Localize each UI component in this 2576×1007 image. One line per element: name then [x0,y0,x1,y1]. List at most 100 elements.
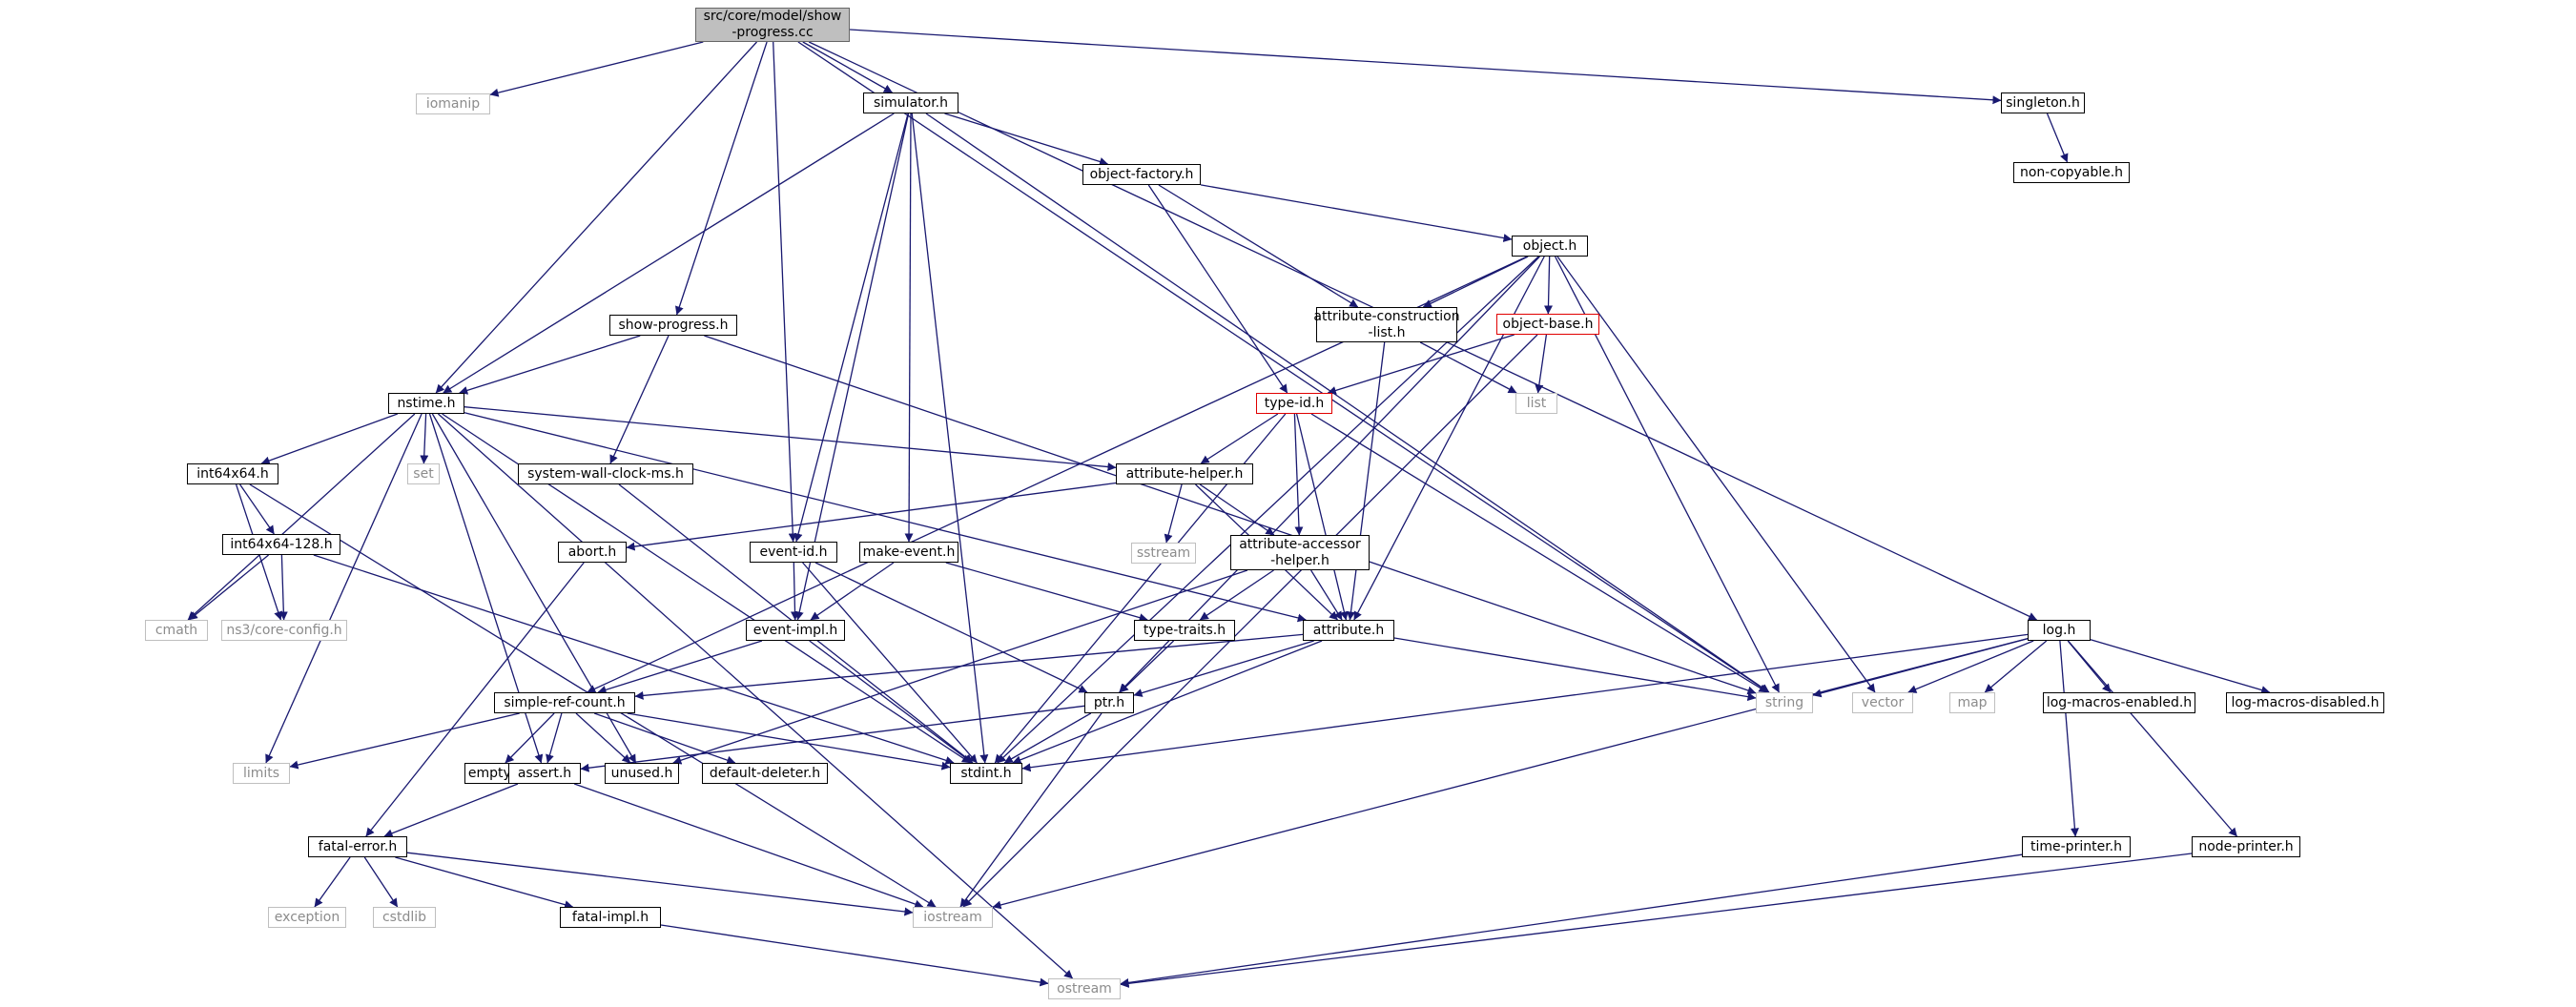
node-label: log-macros-enabled.h [2046,694,2193,710]
node-label: show-progress.h [618,317,729,333]
node-objectfactory[interactable]: object-factory.h [1082,164,1201,185]
node-nstime[interactable]: nstime.h [388,393,464,414]
node-sstream[interactable]: sstream [1131,543,1196,564]
node-ptr[interactable]: ptr.h [1084,692,1134,713]
node-label: unused.h [610,765,673,781]
node-label: node-printer.h [2198,838,2294,854]
edge-eventid-to-ptr [814,562,1088,693]
node-label: default-deleter.h [709,765,821,781]
node-label: src/core/model/show-progress.cc [703,9,842,40]
node-assert[interactable]: assert.h [508,763,581,784]
node-label: ptr.h [1093,694,1125,710]
edge-attraccessor-to-attribute [1310,569,1343,621]
edge-object-to-ptr [1119,256,1540,693]
node-label: string [1764,694,1804,710]
node-label: nstime.h [397,395,456,411]
node-label: log-macros-disabled.h [2231,694,2380,710]
node-logenabled[interactable]: log-macros-enabled.h [2043,692,2195,713]
edge-object-to-attrconst [1422,256,1529,308]
node-ostream[interactable]: ostream [1048,978,1121,999]
node-map[interactable]: map [1949,692,1995,713]
node-objectbase[interactable]: object-base.h [1496,314,1599,335]
node-cstdlib[interactable]: cstdlib [373,907,436,928]
node-iostream[interactable]: iostream [913,907,993,928]
node-list[interactable]: list [1515,393,1557,414]
node-eventimpl[interactable]: event-impl.h [746,620,845,641]
node-label: ostream [1057,980,1112,997]
edge-nstime-to-attrhelper [464,406,1117,471]
edge-ptr-to-stdint [1003,712,1092,764]
edge-simulator-to-objectfactory [944,113,1108,166]
node-nodeprinter[interactable]: node-printer.h [2192,836,2300,857]
node-int64x64[interactable]: int64x64.h [187,463,278,484]
node-int128[interactable]: int64x64-128.h [222,534,340,555]
edge-fatalerror-to-cstdlib [363,856,399,908]
edge-eventid-to-stdint [802,562,978,764]
node-label: simulator.h [873,94,948,111]
edge-nodeprinter-to-ostream [1120,853,2193,988]
node-set[interactable]: set [407,463,440,484]
edge-simplerefcount-to-empty [505,712,555,764]
node-syswall[interactable]: system-wall-clock-ms.h [518,463,693,484]
node-fatalimpl[interactable]: fatal-impl.h [560,907,661,928]
node-label: iostream [923,909,982,925]
edge-simplerefcount-to-stdint [627,712,951,771]
edge-nstime-to-ostream [437,413,1074,979]
edge-simulator-to-stdint [911,113,989,764]
edge-nstime-to-limits [265,413,422,764]
node-attrconst[interactable]: attribute-construction-list.h [1313,307,1460,342]
node-timeprinter[interactable]: time-printer.h [2022,836,2131,857]
edge-objectbase-to-list [1535,334,1548,394]
node-typeid[interactable]: type-id.h [1256,393,1332,414]
edge-object-to-objectbase [1544,256,1553,315]
node-label: vector [1861,694,1905,710]
node-label: list [1526,395,1547,411]
edge-singleton-to-noncopyable [2046,113,2069,163]
node-attraccessor[interactable]: attribute-accessor-helper.h [1230,535,1370,570]
node-label: assert.h [517,765,572,781]
node-exception[interactable]: exception [268,907,346,928]
node-simplerefcount[interactable]: simple-ref-count.h [494,692,635,713]
node-vector[interactable]: vector [1852,692,1913,713]
node-label: system-wall-clock-ms.h [527,465,684,482]
node-logdisabled[interactable]: log-macros-disabled.h [2226,692,2384,713]
node-iomanip[interactable]: iomanip [416,93,490,114]
node-makeevent[interactable]: make-event.h [859,542,958,563]
edge-eventimpl-to-stdint [809,640,973,764]
edge-log-to-logdisabled [2090,639,2271,694]
node-stdint[interactable]: stdint.h [950,763,1022,784]
node-unused[interactable]: unused.h [605,763,679,784]
edge-log-to-vector [1907,640,2034,693]
node-cmath[interactable]: cmath [145,620,208,641]
edge-object-to-vector [1556,256,1876,693]
node-singleton[interactable]: singleton.h [2001,92,2085,113]
node-string[interactable]: string [1756,692,1813,713]
node-label: int64x64.h [196,465,269,482]
node-attribute[interactable]: attribute.h [1303,620,1394,641]
node-label: abort.h [567,544,617,560]
edge-layer [187,29,2271,988]
node-coreconfig[interactable]: ns3/core-config.h [221,620,347,641]
edge-int128-to-coreconfig [278,554,288,621]
node-object[interactable]: object.h [1512,236,1588,257]
node-label: exception [274,909,340,925]
node-label: time-printer.h [2030,838,2122,854]
node-eventid[interactable]: event-id.h [750,542,837,563]
edge-simplerefcount-to-limits [289,712,520,770]
node-defaultdeleter[interactable]: default-deleter.h [702,763,828,784]
node-fatalerror[interactable]: fatal-error.h [308,836,407,857]
node-simulator[interactable]: simulator.h [863,92,958,113]
edge-simplerefcount-to-unused [575,712,631,764]
node-typetraits[interactable]: type-traits.h [1134,620,1235,641]
node-label: object-factory.h [1089,166,1194,182]
node-attrhelper[interactable]: attribute-helper.h [1116,463,1253,484]
edge-log-to-timeprinter [2059,640,2079,837]
edge-simulator-to-nstime [443,113,895,394]
node-root[interactable]: src/core/model/show-progress.cc [695,8,850,42]
node-label: attribute-construction-list.h [1313,308,1460,340]
node-showprogress[interactable]: show-progress.h [609,315,737,336]
node-abort[interactable]: abort.h [558,542,627,563]
node-log[interactable]: log.h [2028,620,2091,641]
node-noncopyable[interactable]: non-copyable.h [2013,162,2130,183]
node-limits[interactable]: limits [233,763,290,784]
